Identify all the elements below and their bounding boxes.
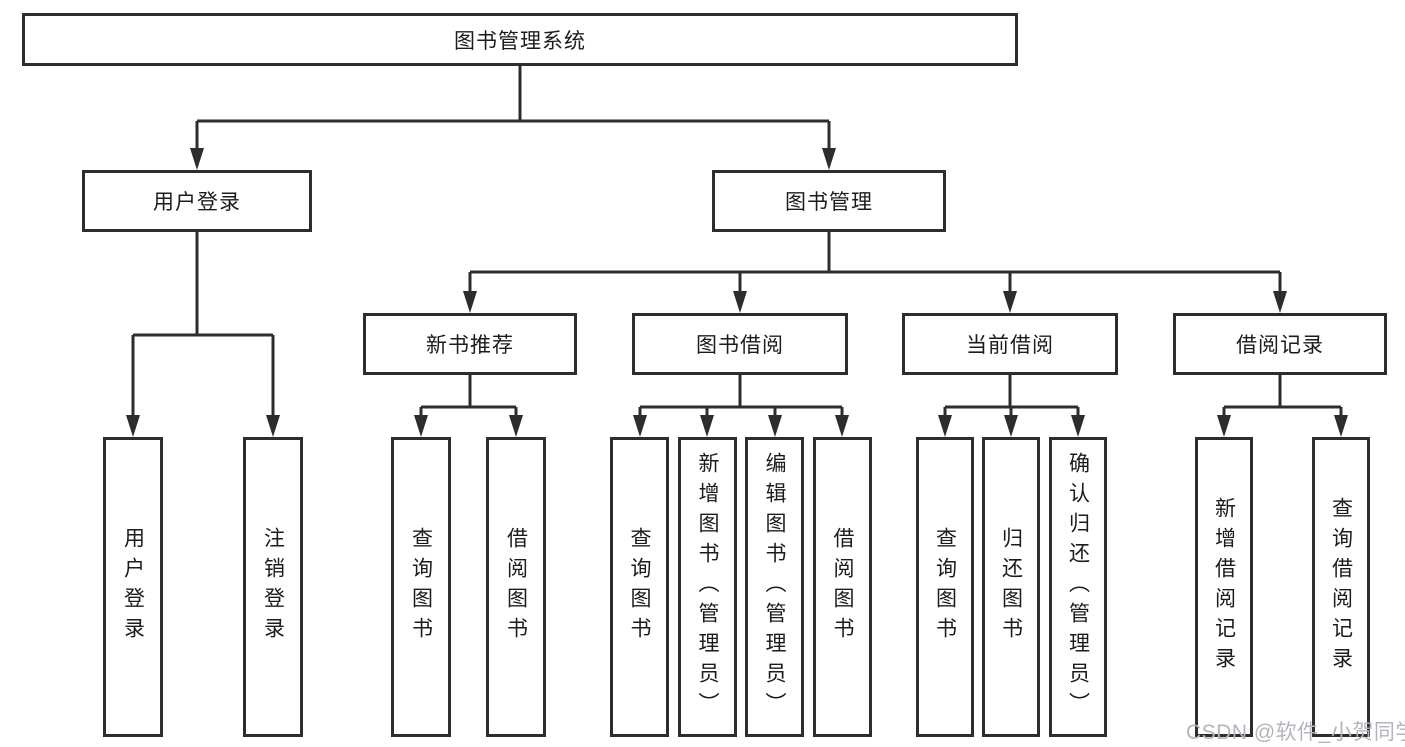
leaf-borrow-books-recommend: 借阅图书: [486, 437, 546, 737]
node-label: 图书借阅: [696, 334, 784, 357]
leaf-label: 查询图书: [628, 527, 651, 647]
leaf-label: 查询图书: [933, 527, 957, 647]
node-book-management: 图书管理: [712, 170, 946, 232]
node-borrowing-records: 借阅记录: [1173, 313, 1387, 375]
leaf-search-borrow-record: 查询借阅记录: [1312, 437, 1370, 737]
leaf-label: 注销登录: [261, 527, 285, 647]
leaf-search-books-recommend: 查询图书: [391, 437, 451, 737]
node-label: 用户登录: [153, 191, 241, 214]
leaf-borrow-books: 借阅图书: [813, 437, 872, 737]
leaf-user-login: 用户登录: [103, 437, 163, 737]
leaf-edit-book-admin: 编辑图书（管理员）: [745, 437, 804, 737]
leaf-label: 借阅图书: [504, 527, 528, 647]
leaf-label: 新增图书（管理员）: [696, 452, 719, 722]
leaf-confirm-return-admin: 确认归还（管理员）: [1049, 437, 1107, 737]
leaf-logout: 注销登录: [243, 437, 303, 737]
leaf-label: 编辑图书（管理员）: [763, 452, 786, 722]
leaf-label: 确认归还（管理员）: [1066, 452, 1090, 722]
leaf-label: 归还图书: [999, 527, 1023, 647]
node-label: 借阅记录: [1236, 334, 1324, 357]
leaf-search-books-borrowing: 查询图书: [610, 437, 669, 737]
leaf-add-borrow-record: 新增借阅记录: [1195, 437, 1253, 737]
node-user-login: 用户登录: [82, 170, 312, 232]
leaf-label: 查询借阅记录: [1329, 497, 1353, 677]
node-label: 图书管理: [785, 191, 873, 214]
node-label: 图书管理系统: [454, 29, 586, 53]
leaf-label: 新增借阅记录: [1212, 497, 1236, 677]
leaf-label: 查询图书: [409, 527, 433, 647]
csdn-watermark: CSDN @软件_小贺同学: [1186, 721, 1405, 744]
leaf-return-books: 归还图书: [982, 437, 1040, 737]
node-label: 当前借阅: [966, 334, 1054, 357]
node-label: 新书推荐: [426, 334, 514, 357]
leaf-label: 用户登录: [121, 527, 145, 647]
node-book-borrowing: 图书借阅: [632, 313, 848, 375]
leaf-search-books-current: 查询图书: [916, 437, 974, 737]
arrowheads: [126, 148, 1348, 437]
node-current-borrowing: 当前借阅: [902, 313, 1118, 375]
node-root-library-system: 图书管理系统: [22, 13, 1018, 66]
leaf-label: 借阅图书: [831, 527, 854, 647]
node-new-book-recommendation: 新书推荐: [363, 313, 577, 375]
leaf-add-book-admin: 新增图书（管理员）: [678, 437, 737, 737]
